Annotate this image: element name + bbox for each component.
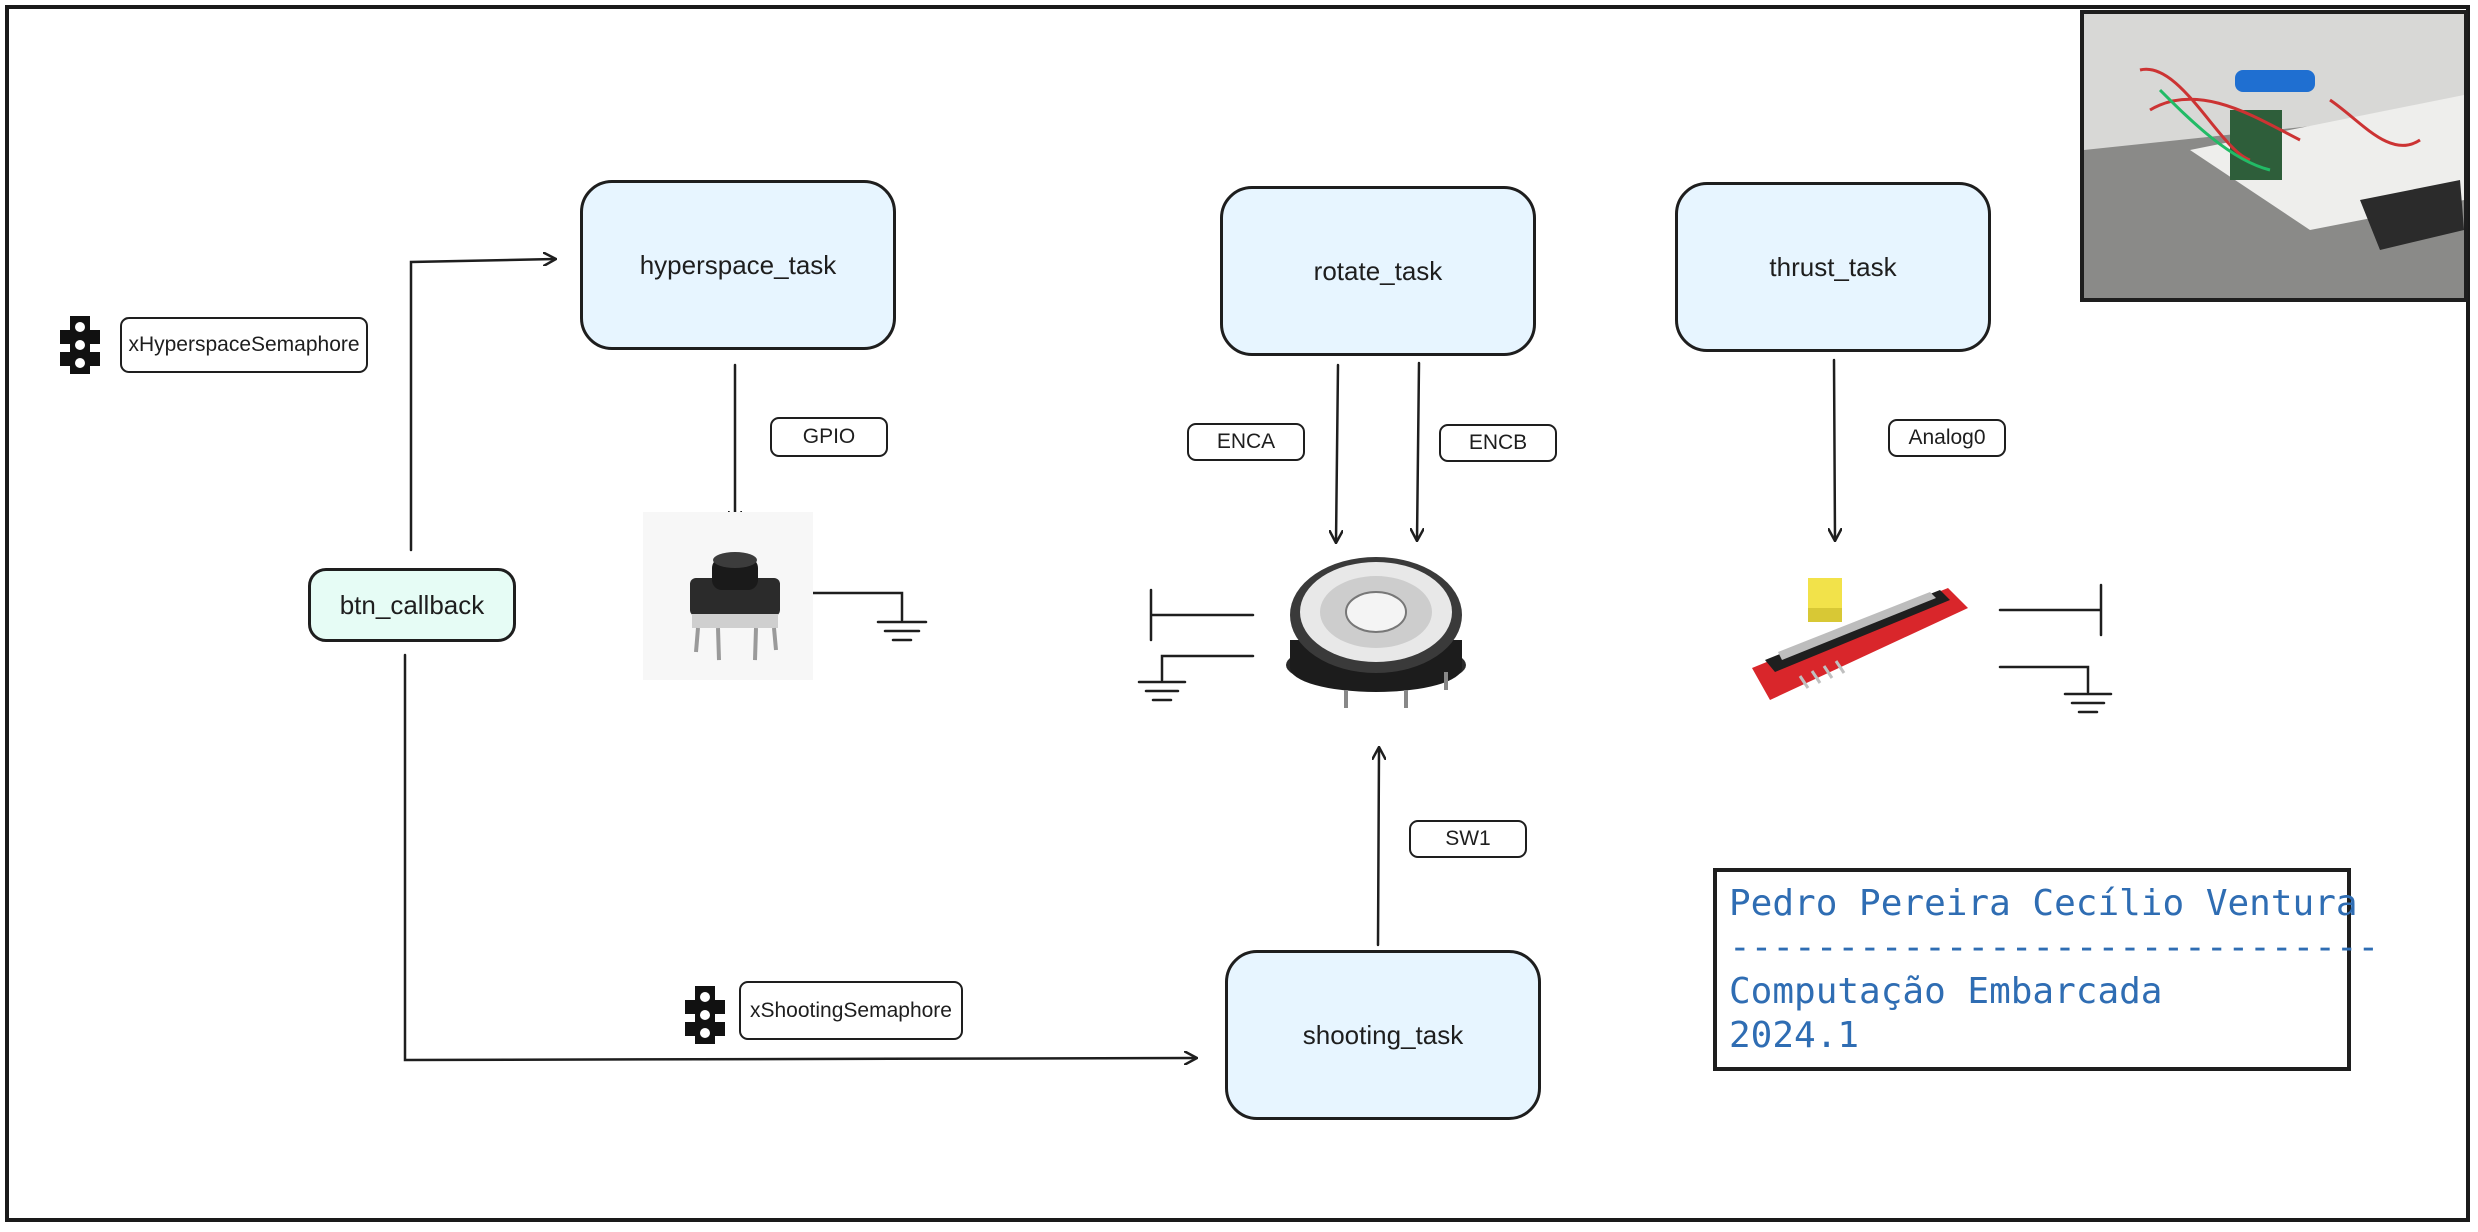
slider-gnd-wire — [1998, 665, 2090, 694]
thrust-task-label: thrust_task — [1769, 251, 1897, 282]
sw1-label: SW1 — [1445, 827, 1491, 850]
enca-tag: ENCA — [1187, 423, 1305, 461]
encoder-ground-symbol — [1137, 680, 1187, 702]
btn-callback-node: btn_callback — [308, 568, 516, 642]
thrust-task-node: thrust_task — [1675, 182, 1991, 352]
hyperspace-task-label: hyperspace_task — [639, 249, 837, 280]
arrow-sw1 — [1378, 748, 1379, 947]
arrow-enca — [1336, 363, 1338, 542]
traffic-light-icon — [685, 986, 725, 1044]
push-button-image — [643, 512, 813, 680]
gpio-tag: GPIO — [770, 417, 888, 457]
controller-photo — [2080, 10, 2468, 302]
controller-photo-art — [2084, 14, 2464, 298]
enca-label: ENCA — [1216, 430, 1276, 453]
course-term: 2024.1 — [1729, 1015, 1860, 1056]
slide-pot-image — [1752, 578, 1968, 700]
credits-box: Pedro Pereira Cecílio Ventura-----------… — [1713, 868, 2380, 1071]
arrow-callback-to-hyperspace — [409, 259, 555, 552]
btn-callback-label: btn_callback — [339, 589, 485, 620]
course-name: Computação Embarcada — [1729, 971, 2163, 1012]
encoder-gnd-wire — [1160, 654, 1255, 682]
button-ground-wire — [809, 591, 904, 622]
slider-vcc-wire — [1998, 583, 2103, 637]
encb-tag: ENCB — [1439, 424, 1557, 462]
author-name: Pedro Pereira Cecílio Ventura — [1729, 883, 2358, 924]
credits-divider: ------------------------------ — [1729, 927, 2380, 968]
button-ground-symbol — [876, 620, 928, 642]
arrow-callback-to-shooting — [403, 653, 1196, 1060]
slider-ground-symbol — [2063, 692, 2113, 714]
diagram-frame — [5, 5, 2470, 1222]
analog0-tag: Analog0 — [1888, 419, 2006, 457]
sw1-tag: SW1 — [1409, 820, 1527, 858]
hyperspace-semaphore-label: xHyperspaceSemaphore — [128, 333, 360, 356]
gpio-label: GPIO — [802, 425, 856, 448]
shooting-semaphore-label: xShootingSemaphore — [750, 998, 952, 1022]
rotate-task-node: rotate_task — [1220, 186, 1536, 356]
rotary-encoder-image — [1286, 557, 1466, 708]
arrow-analog — [1834, 358, 1835, 540]
encoder-vcc-wire — [1149, 588, 1255, 642]
analog0-label: Analog0 — [1908, 426, 1986, 449]
encb-label: ENCB — [1468, 431, 1528, 454]
shooting-semaphore-tag: xShootingSemaphore — [739, 981, 963, 1040]
hyperspace-semaphore-tag: xHyperspaceSemaphore — [120, 317, 368, 373]
arrow-encb — [1417, 361, 1419, 540]
shooting-task-node: shooting_task — [1225, 950, 1541, 1120]
shooting-task-label: shooting_task — [1302, 1019, 1464, 1050]
hyperspace-task-node: hyperspace_task — [580, 180, 896, 350]
traffic-light-icon — [60, 316, 100, 374]
rotate-task-label: rotate_task — [1313, 255, 1443, 286]
